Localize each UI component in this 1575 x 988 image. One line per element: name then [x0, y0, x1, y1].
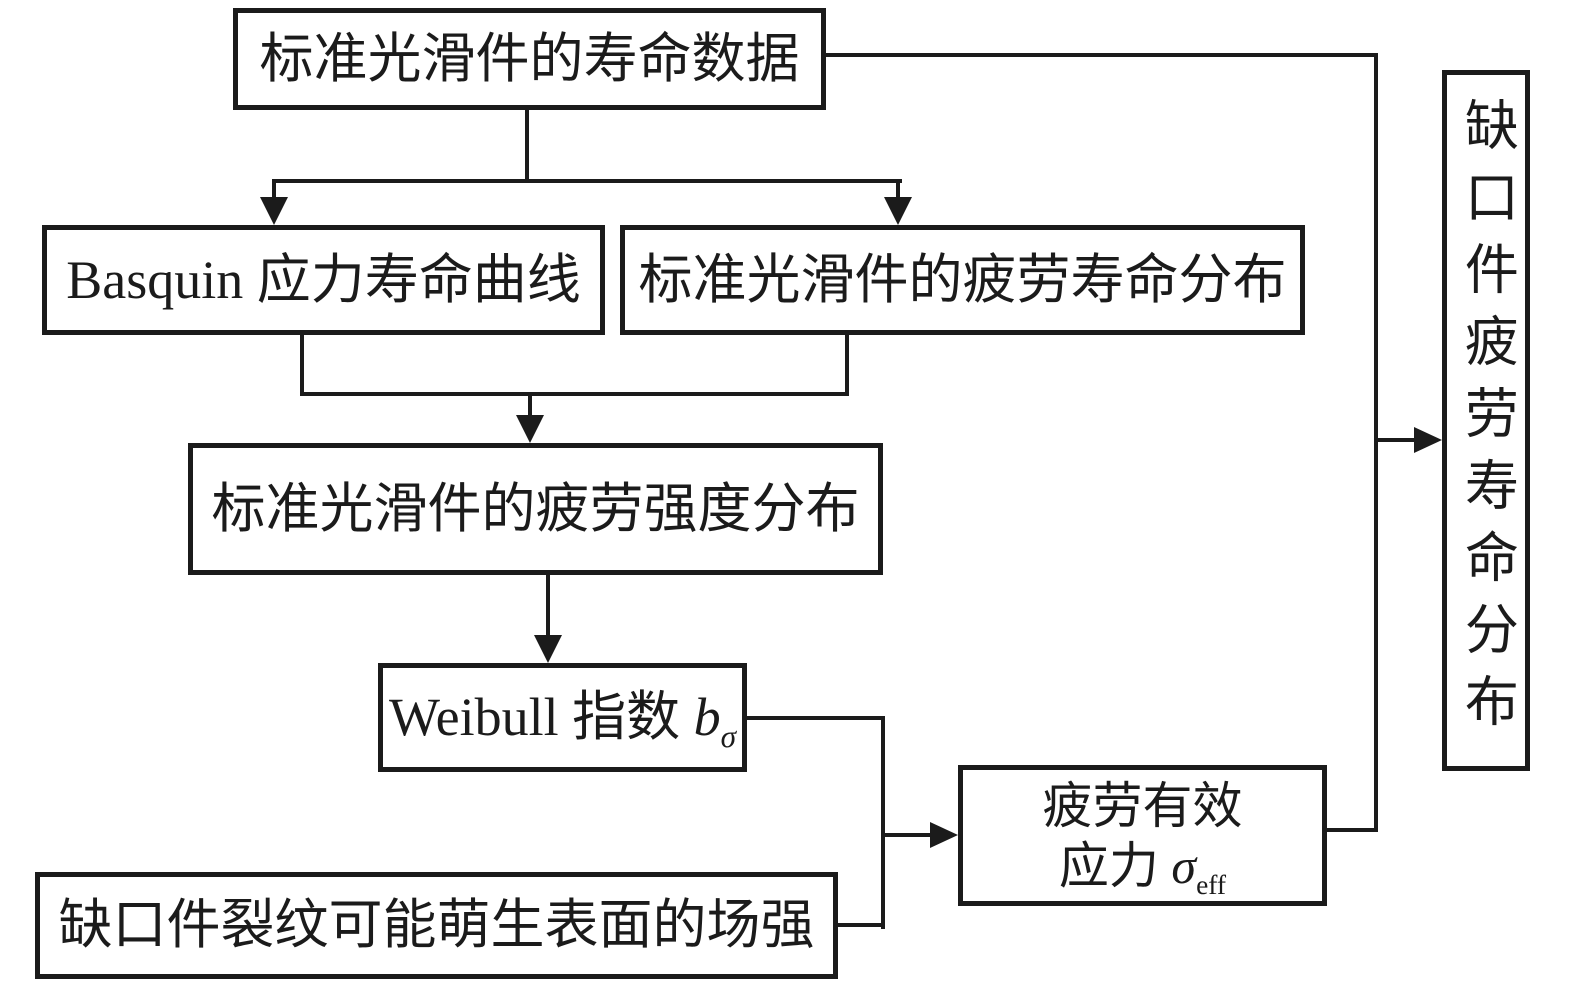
box-notch-surface-field-strength: 缺口件裂纹可能萌生表面的场强	[35, 872, 838, 979]
connector-lifedist-down	[845, 333, 849, 396]
box-notch-fatigue-life-distribution: 缺口件疲劳寿命分布	[1442, 70, 1530, 771]
connector-split-left-down	[272, 179, 276, 201]
box-basquin-sn-curve: Basquin 应力寿命曲线	[42, 225, 605, 335]
box-weibull-exponent: Weibull 指数 bσ	[378, 663, 747, 772]
effective-stress-line2: 应力 σeff	[1058, 836, 1226, 898]
weibull-variable: b	[693, 687, 721, 748]
connector-basquin-down	[300, 333, 304, 396]
connector-junction-vertical	[881, 716, 885, 929]
arrowhead-right-to-effstress-icon	[930, 822, 958, 848]
box-notch-fatigue-life-distribution-label: 缺口件疲劳寿命分布	[1456, 96, 1517, 745]
connector-to-effstress	[883, 833, 932, 837]
arrowhead-down-to-basquin-icon	[260, 197, 288, 225]
connector-to-notchdist	[1376, 438, 1416, 442]
box-smooth-fatigue-life-distribution: 标准光滑件的疲劳寿命分布	[620, 225, 1305, 335]
connector-right-junction-vertical	[1374, 53, 1378, 832]
weibull-subscript: σ	[720, 718, 737, 754]
connector-lifedata-down	[525, 108, 529, 183]
connector-weibull-right	[745, 716, 885, 720]
weibull-prefix: Weibull 指数	[388, 687, 694, 748]
effective-stress-line1: 疲劳有效	[1042, 777, 1243, 834]
box-smooth-specimen-life-data: 标准光滑件的寿命数据	[233, 8, 826, 110]
connector-effstress-right	[1325, 828, 1378, 832]
connector-split-horizontal	[272, 179, 902, 183]
box-fatigue-effective-stress: 疲劳有效 应力 σeff	[958, 765, 1327, 906]
arrowhead-down-to-weibull-icon	[534, 635, 562, 663]
arrowhead-down-to-strength-icon	[516, 415, 544, 443]
box-notch-surface-field-strength-label: 缺口件裂纹可能萌生表面的场强	[58, 895, 815, 956]
connector-lifedata-right	[824, 53, 1378, 57]
box-basquin-sn-curve-label: Basquin 应力寿命曲线	[66, 249, 581, 310]
connector-merge-horizontal	[300, 392, 849, 396]
connector-merge-down	[528, 394, 532, 417]
box-fatigue-effective-stress-label: 疲劳有效 应力 σeff	[1042, 776, 1243, 898]
connector-split-right-down	[896, 179, 900, 201]
box-smooth-specimen-life-data-label: 标准光滑件的寿命数据	[259, 28, 800, 89]
arrowhead-down-to-lifedist-icon	[884, 197, 912, 225]
box-smooth-fatigue-strength-distribution-label: 标准光滑件的疲劳强度分布	[211, 478, 860, 539]
box-smooth-fatigue-life-distribution-label: 标准光滑件的疲劳寿命分布	[638, 249, 1287, 310]
effective-stress-prefix: 应力	[1058, 837, 1172, 894]
arrowhead-right-to-notchdist-icon	[1414, 427, 1442, 453]
connector-strength-down	[546, 573, 550, 639]
box-weibull-exponent-label: Weibull 指数 bσ	[388, 685, 736, 752]
connector-field-right	[836, 923, 885, 927]
effective-stress-variable: σ	[1171, 837, 1197, 894]
box-smooth-fatigue-strength-distribution: 标准光滑件的疲劳强度分布	[188, 443, 883, 575]
effective-stress-subscript: eff	[1196, 868, 1227, 900]
